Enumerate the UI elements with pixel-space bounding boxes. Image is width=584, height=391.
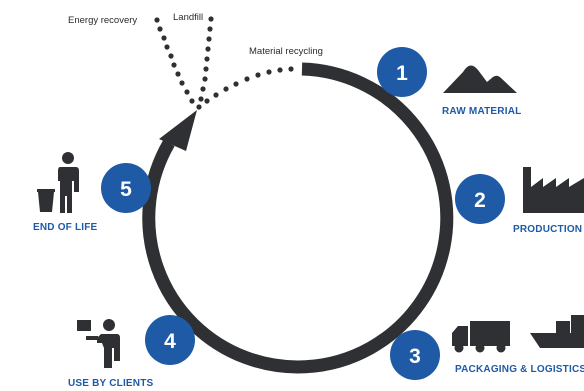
- stage-4-number: 4: [164, 330, 176, 353]
- mountain-icon: [443, 65, 517, 93]
- person-with-bin-icon: [37, 152, 79, 213]
- stage-4-badge: [145, 315, 195, 365]
- stage-3-label: PACKAGING & LOGISTICS: [455, 364, 584, 375]
- landfill-label: Landfill: [173, 12, 203, 23]
- stage-2-number: 2: [474, 189, 486, 212]
- material-recycling-label: Material recycling: [249, 46, 323, 57]
- stage-2-label: PRODUCTION: [513, 224, 582, 235]
- cycle-ring: [142, 62, 454, 374]
- person-with-box-icon: [77, 319, 120, 368]
- truck-ship-icon: [452, 315, 584, 353]
- stage-3-number: 3: [409, 345, 421, 368]
- stage-use-by-clients: 4 USE BY CLIENTS: [68, 315, 195, 389]
- stage-raw-material: 1 RAW MATERIAL: [377, 47, 521, 117]
- stage-3-badge: [390, 330, 440, 380]
- stage-2-badge: [455, 174, 505, 224]
- stage-4-label: USE BY CLIENTS: [68, 378, 154, 389]
- cycle-arrowhead: [159, 110, 197, 151]
- stage-5-badge: [101, 163, 151, 213]
- stage-1-badge: [377, 47, 427, 97]
- stage-5-label: END OF LIFE: [33, 222, 98, 233]
- factory-icon: [523, 167, 584, 213]
- stage-end-of-life: 5 END OF LIFE: [33, 152, 151, 233]
- energy-recovery-label: Energy recovery: [68, 15, 137, 26]
- dotted-paths: [154, 16, 294, 110]
- stage-packaging-logistics: 3 PACKAGING & LOGISTICS: [390, 315, 584, 380]
- stage-5-number: 5: [120, 178, 132, 201]
- stage-1-number: 1: [396, 62, 408, 85]
- stage-1-label: RAW MATERIAL: [442, 106, 521, 117]
- stage-production: 2 PRODUCTION: [455, 167, 584, 235]
